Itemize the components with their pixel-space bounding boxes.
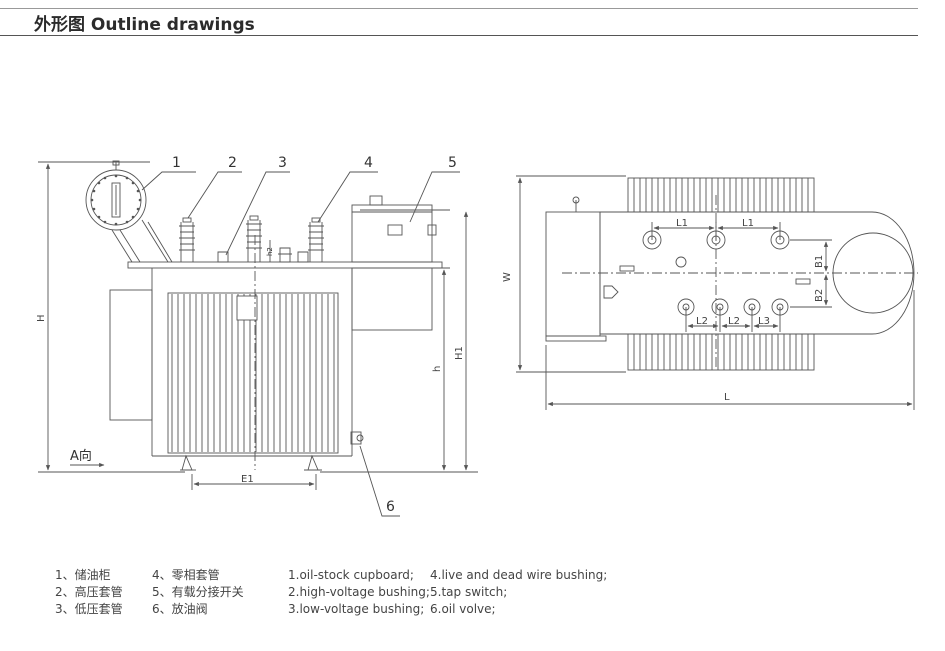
legend-en-item: 3.low-voltage bushing;	[288, 602, 425, 616]
legend-en-item: 6.oil volve;	[430, 602, 496, 616]
dim-L: L	[724, 392, 730, 403]
callout-2: 2	[228, 155, 237, 171]
legend-cn-col2: 4、零相套管 5、有载分接开关 6、放油阀	[152, 567, 244, 618]
hv-bushing-centre	[246, 215, 262, 262]
callout-3: 3	[278, 155, 287, 171]
legend-en-col1: 1.oil-stock cupboard; 2.high-voltage bus…	[288, 567, 430, 618]
callout-leaders	[141, 171, 460, 517]
bottom-radiator-bank	[627, 333, 815, 371]
legend-en-col2: 4.live and dead wire bushing; 5.tap swit…	[430, 567, 607, 618]
legend-cn-item: 3、低压套管	[55, 602, 123, 616]
top-rule	[0, 8, 918, 9]
legend-cn-item: 1、储油柜	[55, 568, 111, 582]
legend-cn-item: 5、有载分接开关	[152, 585, 244, 599]
legend-cn-item: 2、高压套管	[55, 585, 123, 599]
callout-1: 1	[172, 155, 181, 171]
top-radiator-bank	[627, 177, 815, 213]
drain-valve	[350, 431, 362, 445]
dim-L3: L3	[758, 316, 770, 327]
hv-bushing-left	[179, 217, 195, 262]
dim-E1: E1	[241, 474, 254, 485]
tap-switch-housing	[351, 211, 433, 263]
lv-bushings	[217, 247, 309, 263]
view-a-label: A向	[70, 448, 92, 464]
dim-B2: B2	[814, 289, 825, 302]
dim-W: W	[502, 272, 513, 282]
legend-cn-item: 6、放油阀	[152, 602, 208, 616]
oil-gauge	[111, 182, 121, 218]
tap-switch-top	[545, 211, 601, 337]
legend-cn-col1: 1、储油柜 2、高压套管 3、低压套管	[55, 567, 123, 618]
legend-en-item: 4.live and dead wire bushing;	[430, 568, 608, 582]
legend-en-item: 2.high-voltage bushing;	[288, 585, 430, 599]
side-radiator	[109, 289, 153, 421]
dim-L2-left: L2	[696, 316, 708, 327]
front-radiator	[167, 292, 339, 454]
legend-cn-item: 4、零相套管	[152, 568, 220, 582]
outline-drawing: h2	[36, 155, 918, 517]
dim-L1-right: L1	[742, 218, 754, 229]
top-view	[545, 177, 918, 371]
legend-en-item: 5.tap switch;	[430, 585, 508, 599]
callout-5: 5	[448, 155, 457, 171]
title-rule	[0, 35, 918, 36]
front-view: h2	[85, 160, 443, 471]
page-title: 外形图 Outline drawings	[34, 15, 255, 35]
legend-en-item: 1.oil-stock cupboard;	[288, 568, 414, 582]
dim-L2-right: L2	[728, 316, 740, 327]
dim-h: h	[432, 366, 443, 372]
tank-top-outline	[599, 211, 915, 335]
dim-H1: H1	[454, 346, 465, 360]
hv-bushing-right	[308, 217, 324, 262]
callout-6: 6	[386, 499, 395, 515]
dim-L1-left: L1	[676, 218, 688, 229]
tank-cover	[127, 261, 443, 269]
top-dimensions	[516, 175, 915, 410]
dim-H: H	[36, 314, 47, 322]
front-dimensions	[38, 161, 478, 490]
dim-h2: h2	[266, 247, 274, 256]
dim-B1: B1	[814, 255, 825, 268]
callout-4: 4	[364, 155, 373, 171]
